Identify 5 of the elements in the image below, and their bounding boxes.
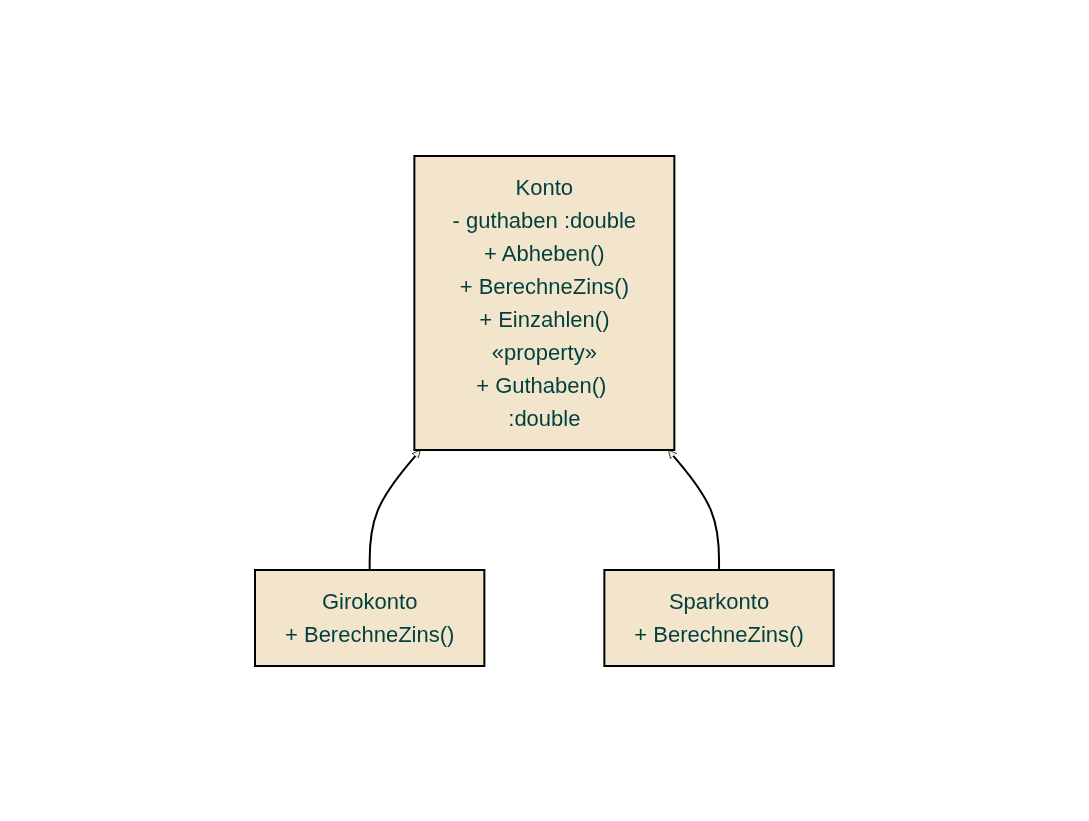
node-box: Girokonto + BerechneZins() [254,568,486,667]
arrow [668,449,721,571]
arrow [368,449,421,571]
node-box: Sparkonto + BerechneZins() [603,568,835,667]
node-box: Konto - guthaben :double + Abheben() + BerechneZins() + Einzahlen() «property» + Guthaben() :double [413,154,676,451]
